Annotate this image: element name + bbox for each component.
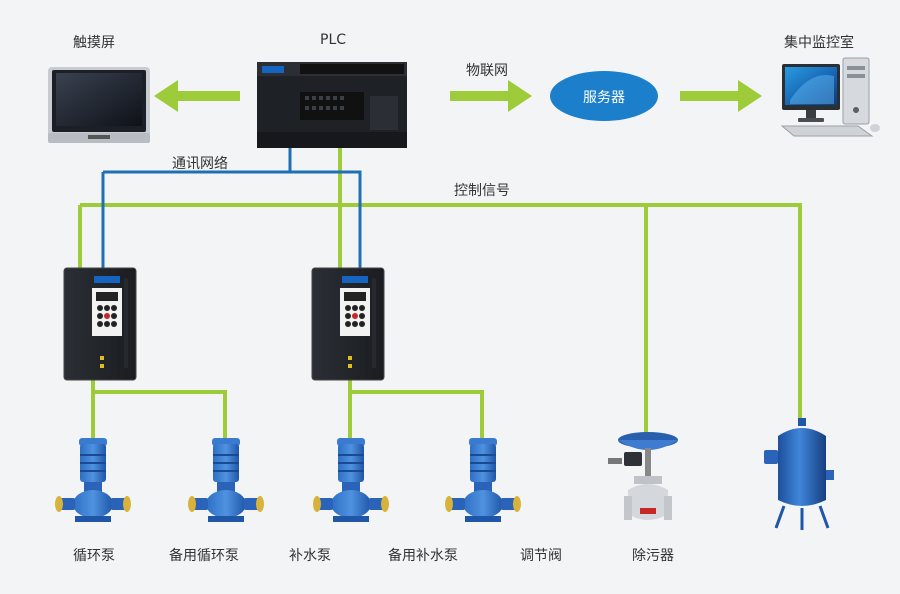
dirt-separator-icon [764,418,834,530]
standby-circulation-pump-icon [188,438,264,522]
vfd-2-icon [311,267,385,381]
touchscreen-icon [48,67,150,143]
control-valve-icon [608,432,678,520]
device-label-circulation-pump: 循环泵 [73,548,115,564]
iot-label: 物联网 [466,63,508,79]
device-label-dirt-separator: 除污器 [632,548,674,564]
standby-makeup-pump-icon [445,438,521,522]
central-monitoring-label: 集中监控室 [784,35,854,51]
green-control-lines [78,148,802,440]
monitoring-computer-icon [780,57,880,137]
arrows [154,80,762,112]
touchscreen-label: 触摸屏 [73,35,115,51]
circulation-pump-icon [55,438,131,522]
device-label-control-valve: 调节阀 [520,548,562,564]
makeup-pump-icon [313,438,389,522]
vfd-1-icon [63,267,137,381]
plc-label: PLC [320,32,347,48]
device-label-makeup-pump: 补水泵 [289,548,331,564]
server-label: 服务器 [583,90,625,106]
comm-network-label: 通讯网络 [172,156,228,172]
server-node [550,71,658,121]
plc-icon [257,62,407,148]
blue-comm-lines [101,148,362,268]
device-label-standby-circulation-pump: 备用循环泵 [169,548,239,564]
control-signal-label: 控制信号 [454,183,510,199]
device-label-standby-makeup-pump: 备用补水泵 [388,548,458,564]
